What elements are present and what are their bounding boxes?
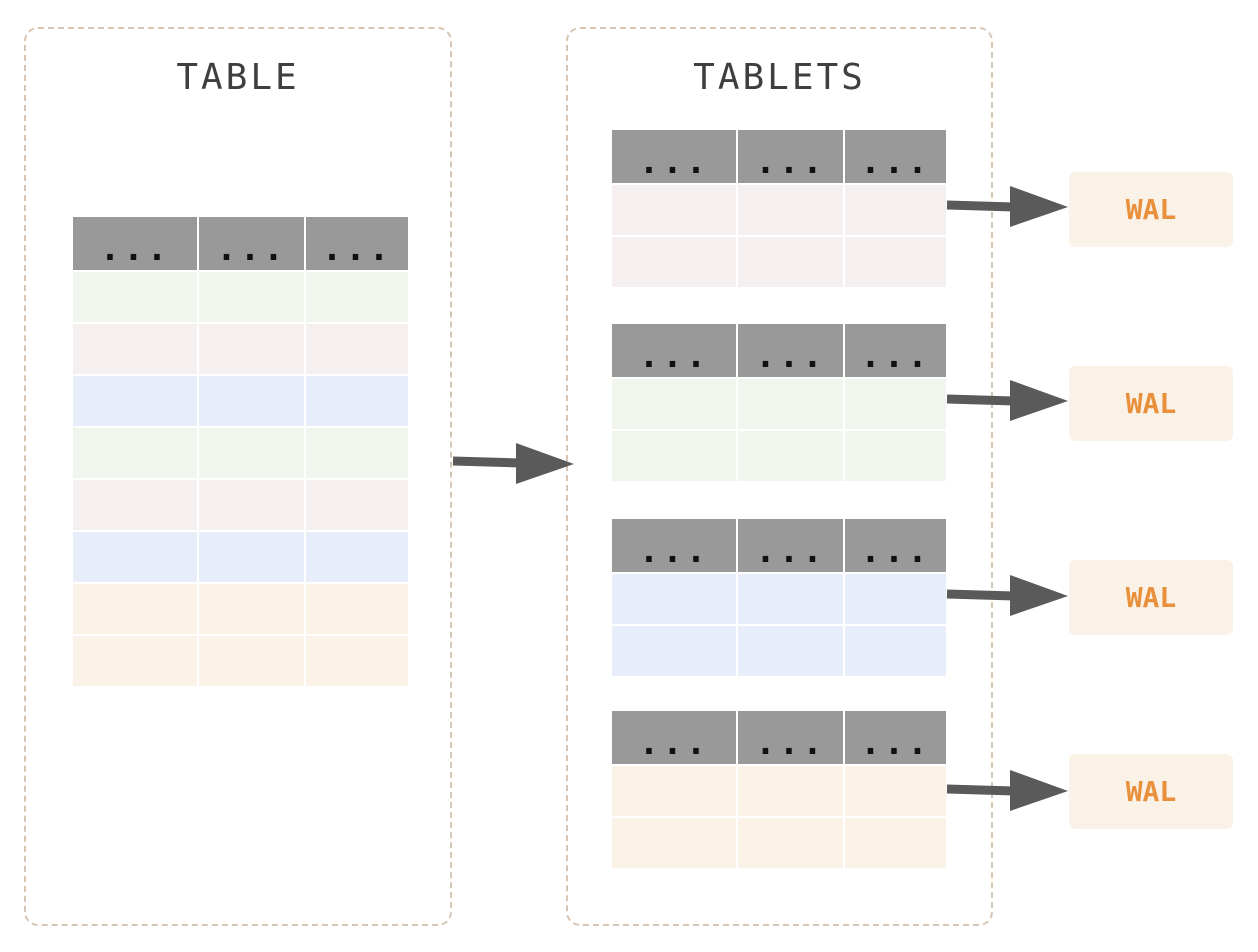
tablet-cell (738, 431, 843, 481)
table-panel-title: TABLE (176, 57, 300, 98)
tablet-header-cell: ... (738, 324, 843, 377)
tablet-cell (612, 766, 736, 816)
tablets-panel: TABLETS (566, 27, 993, 926)
table-cell (306, 480, 408, 530)
table-cell (73, 272, 197, 322)
wal-arrow-icon-1 (946, 186, 1068, 227)
tablet-header-cell: ... (845, 324, 946, 377)
tablet-cell (845, 185, 946, 235)
tablet-cell (845, 818, 946, 868)
table-cell (199, 428, 304, 478)
table-header-cell: ... (306, 217, 408, 270)
tablet-cell (612, 237, 736, 287)
tablet-cell (612, 626, 736, 676)
tablet-cell (738, 818, 843, 868)
tablet-cell (738, 626, 843, 676)
tablet-header-cell: ... (612, 324, 736, 377)
tablet-header-cell: ... (845, 519, 946, 572)
table-panel: TABLE (24, 27, 452, 926)
tablet-header-cell: ... (612, 130, 736, 183)
wal-arrow-icon-3 (946, 575, 1068, 616)
table-cell (306, 532, 408, 582)
table-cell (199, 480, 304, 530)
wal-box-1: WAL (1069, 172, 1233, 247)
tablet-cell (845, 766, 946, 816)
tablet-cell (845, 574, 946, 624)
table-cell (199, 376, 304, 426)
tablet-cell (845, 379, 946, 429)
tablet-header-cell: ... (738, 711, 843, 764)
tablets-panel-title: TABLETS (693, 57, 866, 98)
table-cell (199, 636, 304, 686)
table-cell (73, 428, 197, 478)
wal-box-4: WAL (1069, 754, 1233, 829)
table-cell (199, 532, 304, 582)
tablet-cell (738, 237, 843, 287)
table-cell (73, 584, 197, 634)
table-cell (306, 324, 408, 374)
table-header-cell: ... (199, 217, 304, 270)
tablet-cell (612, 431, 736, 481)
tablet-grid-4: ... ... ... (612, 711, 946, 868)
tablet-cell (738, 379, 843, 429)
tablet-cell (612, 185, 736, 235)
tablet-header-cell: ... (738, 519, 843, 572)
table-cell (73, 480, 197, 530)
source-table-grid: ... ... ... (73, 217, 408, 686)
tablet-header-cell: ... (845, 711, 946, 764)
tablet-header-cell: ... (612, 519, 736, 572)
tablet-grid-1: ... ... ... (612, 130, 946, 287)
split-arrow-icon (452, 443, 574, 484)
tablet-cell (738, 185, 843, 235)
table-cell (306, 272, 408, 322)
wal-box-2: WAL (1069, 366, 1233, 441)
tablet-header-cell: ... (612, 711, 736, 764)
wal-box-3: WAL (1069, 560, 1233, 635)
table-header-cell: ... (73, 217, 197, 270)
table-cell (306, 428, 408, 478)
tablet-cell (738, 574, 843, 624)
table-cell (199, 584, 304, 634)
table-cell (73, 376, 197, 426)
table-cell (306, 376, 408, 426)
tablet-cell (612, 574, 736, 624)
tablet-cell (845, 626, 946, 676)
wal-arrow-icon-2 (946, 380, 1068, 421)
tablet-cell (612, 379, 736, 429)
tablet-cell (845, 237, 946, 287)
table-cell (73, 636, 197, 686)
table-cell (73, 324, 197, 374)
table-cell (73, 532, 197, 582)
tablet-grid-2: ... ... ... (612, 324, 946, 481)
table-cell (199, 272, 304, 322)
tablet-grid-3: ... ... ... (612, 519, 946, 676)
table-cell (306, 584, 408, 634)
table-cell (199, 324, 304, 374)
tablet-cell (845, 431, 946, 481)
wal-arrow-icon-4 (946, 770, 1068, 811)
tablet-cell (738, 766, 843, 816)
tablet-header-cell: ... (738, 130, 843, 183)
tablet-cell (612, 818, 736, 868)
tablet-header-cell: ... (845, 130, 946, 183)
table-cell (306, 636, 408, 686)
